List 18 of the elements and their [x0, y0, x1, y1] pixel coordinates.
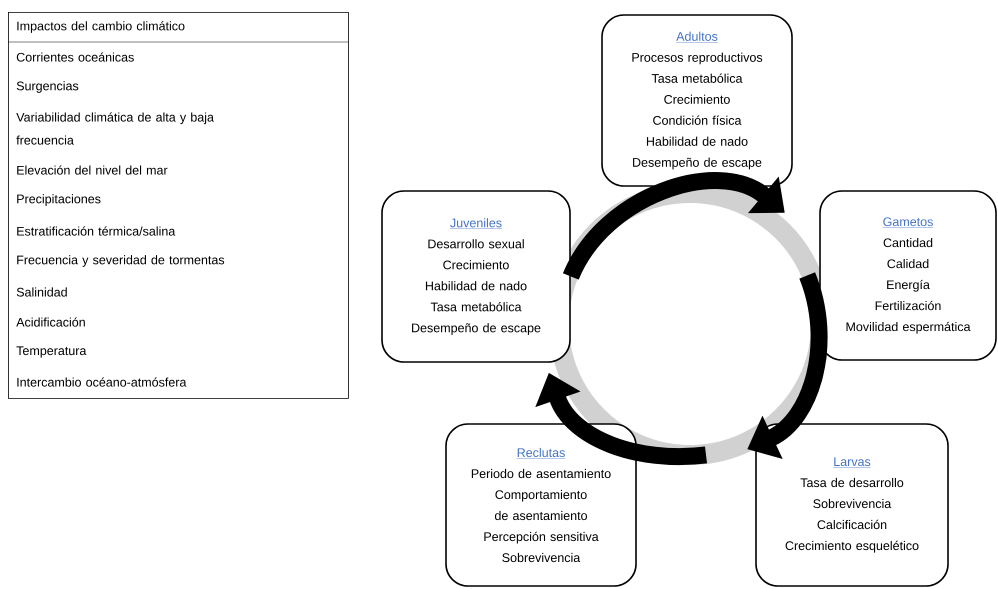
stage-box: Gametos Cantidad Calidad Energía Fertilización Movilidad espermática [819, 190, 997, 361]
impact-item: Corrientes oceánicas [16, 52, 134, 62]
impact-item: Estratificación térmica/salina [17, 226, 176, 236]
impacts-table [8, 12, 349, 399]
stage-box: Larvas Tasa de desarrollo Sobrevivencia Calcificación Crecimiento esquelético [755, 423, 949, 587]
impact-item: Intercambio océano-atmósfera [17, 377, 186, 387]
impact-item: Elevación del nivel del mar [17, 165, 168, 175]
impact-item: Salinidad [16, 287, 67, 297]
impact-item: Surgencias [16, 81, 78, 93]
impact-item: Acidificación [16, 317, 85, 327]
impact-item: Frecuencia y severidad de tormentas [17, 255, 224, 267]
impact-item: Variabilidad climática de alta y baja frecuencia [16, 112, 214, 145]
stage-box: Reclutas Periodo de asentamiento Comportamiento de asentamiento Percepción sensitiva Sobrevivencia [445, 423, 637, 587]
stage-box: Juveniles Desarrollo sexual Crecimiento Habilidad de nado Tasa metabólica Desempeño de escape [381, 190, 571, 363]
stage-box: Adultos Procesos reproductivos Tasa metabólica Crecimiento Condición física Habilidad de nado Desempeño de escape [601, 14, 793, 187]
table-heading: Impactos del cambio climático [17, 21, 184, 33]
impact-item: Precipitaciones [17, 194, 100, 206]
impact-item: Temperatura [16, 346, 86, 358]
